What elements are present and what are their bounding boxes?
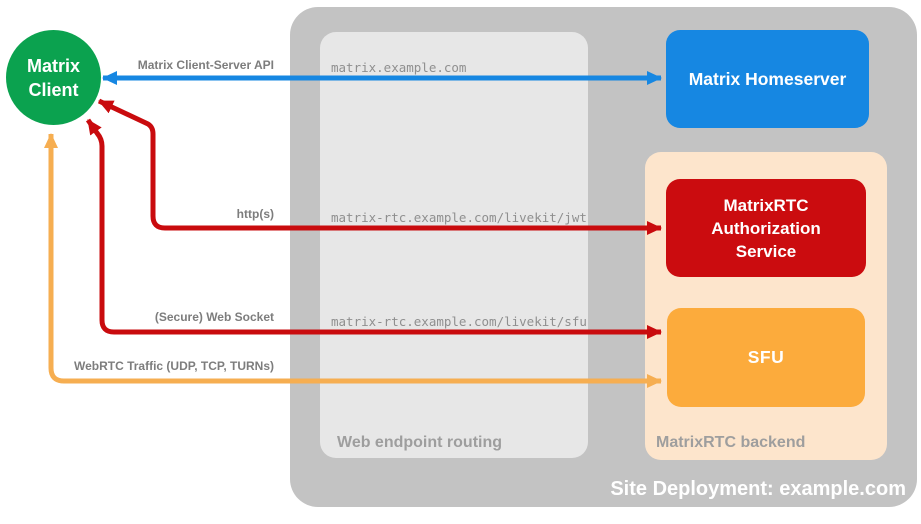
- endpoint-livekit-jwt: matrix-rtc.example.com/livekit/jwt: [331, 210, 587, 225]
- matrix-client-label-line1: Matrix: [26, 55, 80, 76]
- matrixrtc-auth-service-label: MatrixRTC Authorization Service: [711, 195, 821, 261]
- web-endpoint-routing-caption: Web endpoint routing: [337, 434, 503, 451]
- site-deployment-title: Site Deployment: example.com: [610, 478, 906, 500]
- web-endpoint-routing-zone: [320, 32, 588, 458]
- sfu-label: SFU: [747, 347, 785, 367]
- label-https: http(s): [236, 207, 274, 221]
- matrixrtc-auth-service-node: MatrixRTC Authorization Service: [666, 179, 866, 277]
- sfu-node: SFU: [667, 308, 865, 407]
- label-matrix-client-server-api: Matrix Client-Server API: [137, 58, 274, 72]
- label-secure-web-socket: (Secure) Web Socket: [154, 310, 274, 324]
- matrixrtc-backend-caption: MatrixRTC backend: [656, 434, 806, 451]
- matrix-client-node: Matrix Client: [6, 30, 101, 125]
- endpoint-matrix-example-com: matrix.example.com: [331, 60, 467, 75]
- endpoint-livekit-sfu: matrix-rtc.example.com/livekit/sfu: [331, 314, 587, 329]
- matrix-homeserver-node: Matrix Homeserver: [666, 30, 869, 128]
- label-webrtc-traffic: WebRTC Traffic (UDP, TCP, TURNs): [73, 359, 274, 373]
- matrix-client-label-line2: Client: [28, 79, 79, 100]
- matrix-homeserver-label: Matrix Homeserver: [688, 68, 847, 89]
